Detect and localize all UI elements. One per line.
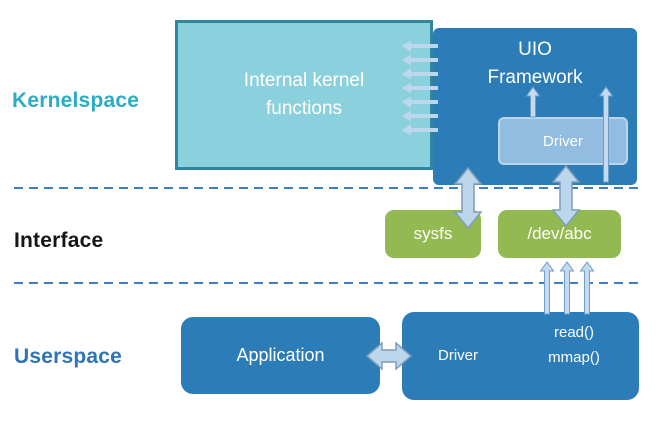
read-mmap-arrows xyxy=(539,261,595,315)
up-arrow-icon xyxy=(579,261,595,315)
kernel-driver-label: Driver xyxy=(543,132,583,150)
up-arrow-icon xyxy=(559,261,575,315)
uio-framework-label: UIO Framework xyxy=(487,39,583,88)
userspace-driver-label: Driver xyxy=(438,347,478,364)
internal-kernel-functions-label: Internal kernel functions xyxy=(243,70,365,119)
kernel-driver-box: Driver xyxy=(498,117,628,165)
up-arrow-icon xyxy=(539,261,555,315)
kernelspace-zone-label: Kernelspace xyxy=(12,89,140,112)
read-syscall-label: read() xyxy=(553,324,594,341)
interface-zone-label: Interface xyxy=(14,229,104,252)
mmap-syscall-label: mmap() xyxy=(548,349,600,366)
dev-abc-label: /dev/abc xyxy=(527,224,592,243)
application-box: Application xyxy=(181,317,380,394)
sysfs-box: sysfs xyxy=(385,210,481,258)
dev-abc-box: /dev/abc xyxy=(498,210,621,258)
sysfs-label: sysfs xyxy=(413,224,453,243)
userspace-zone-label: Userspace xyxy=(14,345,123,368)
internal-kernel-functions-box: Internal kernel functions xyxy=(175,20,433,170)
application-label: Application xyxy=(236,345,325,365)
userspace-driver-box xyxy=(402,312,639,400)
